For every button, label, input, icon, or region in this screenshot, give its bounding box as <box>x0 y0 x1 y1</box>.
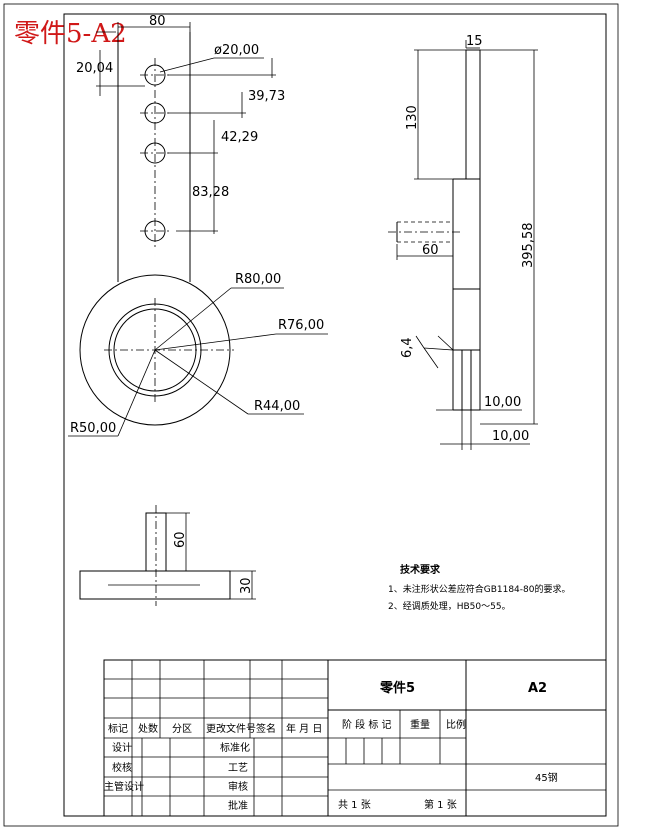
outer-circle <box>79 274 231 426</box>
header-mark: 标记 <box>108 723 128 735</box>
label-check: 校核 <box>112 761 132 774</box>
label-approve: 批准 <box>228 799 248 812</box>
label-chief: 主管设计 <box>104 780 144 793</box>
dim-width-80: 80 <box>149 14 166 29</box>
dim-r76: R76,00 <box>278 318 324 333</box>
label-stage: 阶 段 标 记 <box>342 718 392 731</box>
dim-t10a: 10,00 <box>484 395 521 410</box>
dim-r50: R50,00 <box>70 421 116 436</box>
label-process: 工艺 <box>228 762 248 774</box>
side-view: 15 130 60 395,58 6,4 10,00 10,00 <box>388 34 538 450</box>
dim-top-offset: 20,04 <box>76 61 113 76</box>
dim-spacing-3: 83,28 <box>192 185 229 200</box>
dim-r80: R80,00 <box>235 272 281 287</box>
dim-h395: 395,58 <box>521 223 536 269</box>
dim-h60: 60 <box>173 531 188 548</box>
header-zone: 分区 <box>172 723 192 735</box>
dim-spacing-1: 39,73 <box>248 89 285 104</box>
bottom-view: 60 30 <box>79 505 256 606</box>
dim-w15: 15 <box>466 34 483 49</box>
label-scale: 比例 <box>446 718 466 731</box>
title-block: 零件5 A2 45钢 标记 处数 分区 更改文件号 签名 年 月 日 设计 标准… <box>103 659 607 817</box>
dim-h130: 130 <box>405 105 420 130</box>
dim-t10b: 10,00 <box>492 429 529 444</box>
technical-requirements: 技术要求 1、未注形状公差应符合GB1184-80的要求。 2、经调质处理，HB… <box>388 563 570 612</box>
dim-h30: 30 <box>239 577 254 594</box>
outer-border <box>3 3 619 827</box>
dim-spacing-2: 42,29 <box>221 130 258 145</box>
inner-border <box>63 13 607 817</box>
dim-roughness: 6,4 <box>400 337 415 358</box>
header-sign: 签名 <box>256 722 276 735</box>
label-design: 设计 <box>112 741 132 754</box>
sheet-code: A2 <box>528 681 547 696</box>
front-view: 80 20,04 ø20,00 39,73 42,29 83,28 R80,00… <box>68 14 328 437</box>
label-review: 审核 <box>228 780 248 793</box>
tech-notes-title: 技术要求 <box>400 563 441 576</box>
sheet-number: 第 1 张 <box>424 798 457 811</box>
header-doc: 更改文件号 <box>206 722 256 735</box>
label-std: 标准化 <box>220 741 250 754</box>
header-date: 年 月 日 <box>286 722 322 735</box>
total-sheets: 共 1 张 <box>338 799 371 811</box>
tech-note-1: 1、未注形状公差应符合GB1184-80的要求。 <box>388 583 570 595</box>
tech-note-2: 2、经调质处理，HB50～55。 <box>388 600 511 612</box>
label-weight: 重量 <box>410 718 430 731</box>
part-name: 零件5 <box>379 680 415 696</box>
dim-hole-diameter: ø20,00 <box>214 43 259 58</box>
dim-r44: R44,00 <box>254 399 300 414</box>
header-count: 处数 <box>138 722 158 735</box>
header-label: 零件5-A2 <box>14 19 127 49</box>
dim-w60: 60 <box>422 243 439 258</box>
material: 45钢 <box>535 771 558 784</box>
